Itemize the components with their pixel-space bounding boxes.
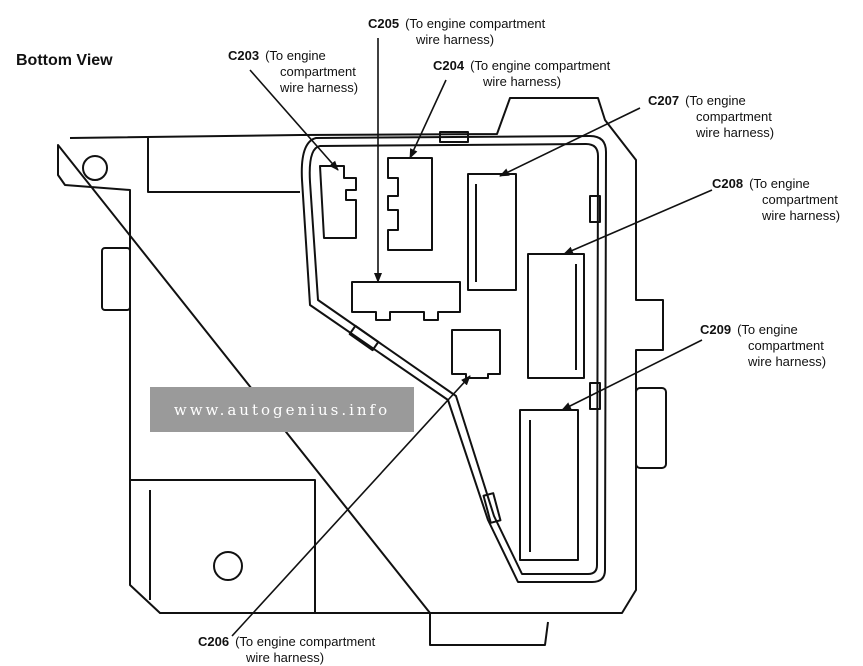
label-c207-line3: wire harness) [696, 125, 775, 140]
label-c209: C209 (To engine compartment wire harness) [700, 322, 826, 370]
right-side-tab [635, 387, 667, 469]
connector-c203 [319, 165, 357, 239]
watermark: www.autogenius.info [150, 387, 414, 432]
label-c206-line1: (To engine compartment [235, 634, 376, 649]
label-c209-line1: (To engine [737, 322, 798, 337]
label-c203-line1: (To engine [265, 48, 326, 63]
housing-outline [57, 97, 664, 646]
connector-c205 [387, 157, 433, 251]
label-c207-line2: compartment [696, 109, 772, 124]
well-clip-diagonal-right [482, 492, 502, 524]
label-c207: C207 (To engine compartment wire harness) [648, 93, 774, 141]
mounting-hole-upper [82, 155, 108, 181]
label-c209-code: C209 [700, 322, 732, 337]
housing-inner-ridge [147, 138, 300, 193]
label-c205-line1: (To engine compartment [405, 16, 546, 31]
label-c204-line1: (To engine compartment [470, 58, 611, 73]
leader-c206 [231, 375, 471, 637]
label-c208-line2: compartment [762, 192, 838, 207]
label-c207-code: C207 [648, 93, 680, 108]
well-clip-diagonal-left [348, 324, 380, 352]
left-side-tab [101, 247, 131, 311]
label-c203-line2: compartment [280, 64, 356, 79]
label-c208-line1: (To engine [749, 176, 810, 191]
label-c208: C208 (To engine compartment wire harness) [712, 176, 840, 224]
connector-c206 [451, 329, 501, 379]
leader-c203 [249, 69, 339, 171]
connector-c209 [519, 409, 579, 561]
connector-c207 [467, 173, 517, 291]
leader-c209 [561, 339, 703, 411]
label-c203: C203 (To engine compartment wire harness) [228, 48, 358, 96]
leader-c204 [409, 79, 447, 159]
label-c207-line1: (To engine [685, 93, 746, 108]
label-c208-code: C208 [712, 176, 744, 191]
well-clip-top [439, 131, 469, 143]
label-c205-code: C205 [368, 16, 400, 31]
label-c209-line3: wire harness) [748, 354, 827, 369]
label-c209-line2: compartment [748, 338, 824, 353]
label-c203-code: C203 [228, 48, 260, 63]
label-c204-code: C204 [433, 58, 465, 73]
label-c205-line2: wire harness) [416, 32, 495, 47]
mounting-hole-lower [213, 551, 243, 581]
label-c205: C205 (To engine compartment wire harness) [368, 16, 545, 48]
label-c206: C206 (To engine compartment wire harness) [198, 634, 375, 666]
connector-well-inner [308, 143, 599, 575]
label-c206-line2: wire harness) [246, 650, 325, 665]
view-title: Bottom View [16, 52, 113, 69]
connector-c204 [351, 281, 461, 321]
label-c208-line3: wire harness) [762, 208, 841, 223]
housing-lower-block [130, 479, 316, 613]
leader-c207 [499, 107, 641, 177]
label-c206-code: C206 [198, 634, 230, 649]
label-c203-line3: wire harness) [280, 80, 359, 95]
leader-c208 [563, 189, 713, 255]
label-c204: C204 (To engine compartment wire harness) [433, 58, 610, 90]
well-clip-right-upper [589, 195, 601, 223]
connector-c208 [527, 253, 585, 379]
connector-well-outer [300, 135, 607, 583]
label-c204-line2: wire harness) [483, 74, 562, 89]
